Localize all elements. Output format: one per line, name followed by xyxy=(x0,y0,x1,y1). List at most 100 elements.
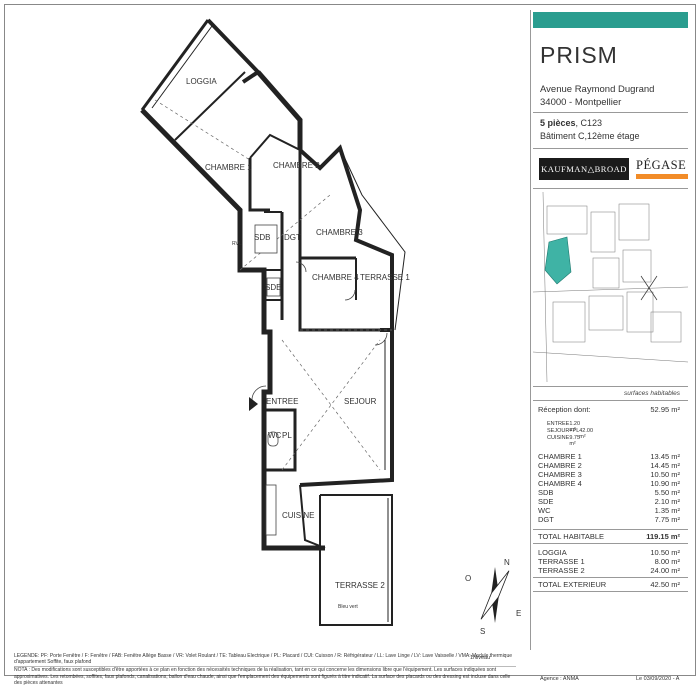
reception-label: Réception dont: xyxy=(538,405,591,414)
room-value: 2.10 m² xyxy=(654,497,680,506)
label-chambre3: CHAMBRE 3 xyxy=(316,228,363,237)
outer-wall xyxy=(298,144,394,330)
label-sde: SDE xyxy=(265,283,281,292)
exterior-value: 8.00 m² xyxy=(654,557,680,566)
reception-value: 52.95 m² xyxy=(650,405,680,414)
label-chambre4: CHAMBRE 4 xyxy=(312,273,359,282)
sub-value: 9.75 m² xyxy=(569,435,581,447)
room-row: CHAMBRE 1 13.45 m² xyxy=(538,452,680,461)
room-value: 1.35 m² xyxy=(654,506,680,515)
room-value: 10.50 m² xyxy=(650,470,680,479)
sub-value: 1.20 m² xyxy=(569,421,581,433)
room-value: 10.90 m² xyxy=(650,479,680,488)
divider xyxy=(533,386,688,387)
unit-rooms-ref: , C123 xyxy=(575,118,603,128)
compass-rose xyxy=(480,567,510,623)
exterior-label: TERRASSE 1 xyxy=(538,557,585,566)
room-label: CHAMBRE 1 xyxy=(538,452,582,461)
shower xyxy=(266,277,281,297)
label-chambre1: CHAMBRE 1 xyxy=(205,163,252,172)
total-exterior-value: 42.50 m² xyxy=(650,580,680,589)
room-row: WC 1.35 m² xyxy=(538,506,680,515)
toilet xyxy=(267,431,279,447)
location-minimap xyxy=(533,192,688,382)
label-rvl: RVL xyxy=(232,241,242,247)
label-pl: PL xyxy=(282,431,292,440)
room-row: DGT 7.75 m² xyxy=(538,515,680,524)
surfaces-title: surfaces habitables xyxy=(623,390,680,397)
divider xyxy=(533,591,688,592)
terrace-outline xyxy=(319,494,393,626)
divider xyxy=(533,400,688,401)
room-value: 13.45 m² xyxy=(650,452,680,461)
outer-wall xyxy=(140,108,325,551)
label-terrasse2: TERRASSE 2 xyxy=(335,581,385,590)
label-wc: WC xyxy=(268,431,282,440)
reception-row: Réception dont: 52.95 m² xyxy=(538,405,680,414)
sub-label: ENTREE xyxy=(547,421,570,427)
total-habitable-value: 119.15 m² xyxy=(646,532,680,541)
room-label: DGT xyxy=(538,515,554,524)
loggia-rail xyxy=(151,25,213,109)
kaufman-broad-logo: KAUFMAN△BROAD xyxy=(539,158,629,180)
legend-line: LEGENDE: PF: Porte Fenêtre / F: Fenêtre … xyxy=(14,653,516,668)
interior-wall xyxy=(248,158,270,212)
entrance-arrow xyxy=(249,397,258,411)
level-indicator: 1Niveau xyxy=(470,655,491,661)
total-exterior-label: TOTAL EXTERIEUR xyxy=(538,580,607,589)
compass-o: O xyxy=(465,574,471,583)
legend-note: NOTA : Des modifications sont susceptibl… xyxy=(14,667,511,686)
label-sejour: SEJOUR xyxy=(344,397,377,406)
divider xyxy=(533,148,688,149)
kitchen-counter xyxy=(265,484,277,536)
bathtub xyxy=(254,224,278,254)
footer-date: Le 03/09/2020 - A xyxy=(636,676,680,682)
room-value: 5.50 m² xyxy=(654,488,680,497)
room-row: SDE 2.10 m² xyxy=(538,497,680,506)
outer-wall xyxy=(140,19,210,111)
unit-rooms: 5 pièces, C123 xyxy=(540,118,602,128)
room-row: SDB 5.50 m² xyxy=(538,488,680,497)
project-title: PRISM xyxy=(540,42,618,68)
exterior-label: TERRASSE 2 xyxy=(538,566,585,575)
floor-plan: LOGGIA CHAMBRE 1 CHAMBRE 2 CHAMBRE 3 CHA… xyxy=(140,18,521,636)
exterior-row: TERRASSE 2 24.00 m² xyxy=(538,566,680,575)
divider xyxy=(533,577,688,578)
label-loggia: LOGGIA xyxy=(186,77,217,86)
exterior-label: LOGGIA xyxy=(538,548,567,557)
outer-wall xyxy=(299,328,394,487)
outer-wall xyxy=(339,147,406,331)
compass-s: S xyxy=(480,627,485,636)
room-value: 7.75 m² xyxy=(654,515,680,524)
label-dgt: DGT xyxy=(284,233,301,242)
sub-label: CUISINE xyxy=(547,435,570,441)
outer-wall xyxy=(256,70,303,150)
pegase-logo: PÉGASE xyxy=(636,158,688,180)
label-cuisine: CUISINE xyxy=(282,511,314,520)
accent-bar xyxy=(533,12,688,28)
interior-wall xyxy=(264,408,297,472)
unit-rooms-count: 5 pièces xyxy=(540,118,576,128)
pegase-logo-text: PÉGASE xyxy=(636,158,687,172)
room-label: WC xyxy=(538,506,551,515)
room-label: SDE xyxy=(538,497,554,506)
sub-label: SEJOUR+PL xyxy=(547,428,580,434)
legend: LEGENDE: PF: Porte Fenêtre / F: Fenêtre … xyxy=(14,653,516,686)
compass-n: N xyxy=(504,558,510,567)
divider xyxy=(533,543,688,544)
address-line2: 34000 - Montpellier xyxy=(540,97,622,108)
exterior-value: 24.00 m² xyxy=(650,566,680,575)
label-bleu-vert: Bleu vert xyxy=(338,604,358,610)
label-chambre2: CHAMBRE 2 xyxy=(273,161,320,170)
divider xyxy=(533,188,688,189)
unit-building: Bâtiment C,12ème étage xyxy=(540,131,640,141)
room-label: SDB xyxy=(538,488,554,497)
label-terrasse1: TERRASSE 1 xyxy=(360,273,410,282)
